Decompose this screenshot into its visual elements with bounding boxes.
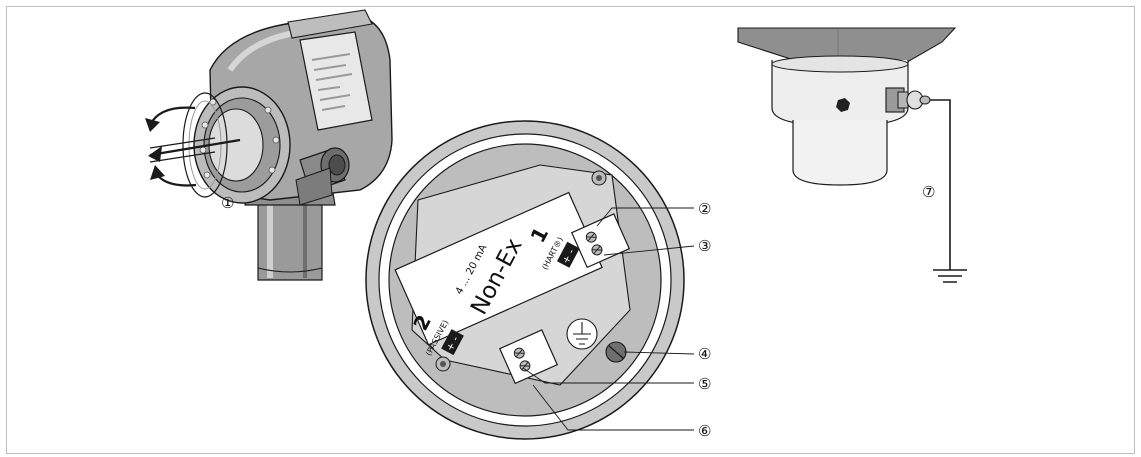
figure-frame: [6, 6, 1135, 454]
earth-ground-icon: [930, 99, 967, 283]
callout-4: ④: [698, 345, 711, 363]
terminal-2-polarity-block: [441, 329, 464, 356]
grounding-screw: [605, 341, 627, 363]
ground-symbol-icon: [566, 318, 598, 350]
flange-housing: [737, 27, 957, 186]
callout-1: ①: [221, 194, 234, 212]
rotate-arrows-icon: [145, 106, 241, 187]
callout-6: ⑥: [698, 422, 711, 440]
callout-7: ⑦: [922, 183, 935, 201]
terminal-compartment: [365, 120, 685, 440]
device-housing-illustration: [182, 9, 393, 281]
callout-5: ⑤: [698, 375, 711, 393]
terminal-block-2: [498, 329, 559, 385]
callout-leaders: [522, 207, 695, 431]
callout-3: ③: [698, 237, 711, 255]
callout-2: ②: [698, 200, 711, 218]
terminal-1-polarity-block: [556, 241, 580, 268]
